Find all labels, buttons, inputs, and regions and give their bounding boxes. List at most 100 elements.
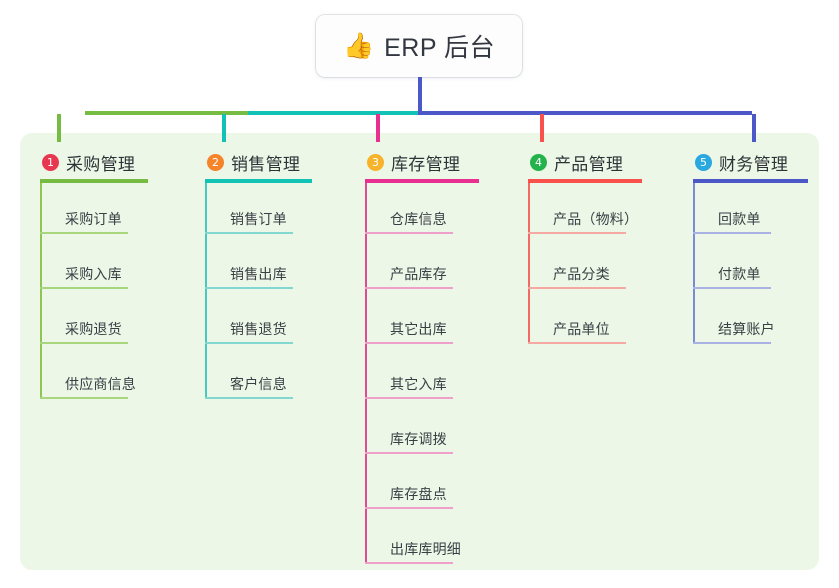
branch-trunk-4 [528,183,530,344]
menu-item-label: 产品（物料） [553,211,639,227]
menu-item[interactable]: 销售出库 [205,238,312,293]
branch-underline-2 [205,179,312,183]
menu-item-label: 采购入库 [65,266,122,282]
menu-item[interactable]: 产品库存 [365,238,479,293]
branch-trunk-1 [40,183,42,399]
menu-item-underline [40,287,128,289]
root-vertical-stem [418,77,422,111]
menu-item-label: 结算账户 [718,321,775,337]
menu-item-underline [40,397,128,399]
branch-column-1: 1 采购管理采购订单采购入库采购退货供应商信息 [40,148,148,403]
menu-item-underline [205,342,293,344]
menu-item[interactable]: 其它入库 [365,348,479,403]
menu-item-label: 供应商信息 [65,376,136,392]
branch-items-3: 仓库信息产品库存其它出库其它入库库存调拨库存盘点出库库明细 [365,183,479,568]
branch-header-3[interactable]: 3 库存管理 [365,148,479,176]
menu-item[interactable]: 库存盘点 [365,458,479,513]
menu-item-label: 销售退货 [230,321,287,337]
menu-item-underline [365,397,453,399]
menu-item[interactable]: 销售订单 [205,183,312,238]
menu-item-underline [365,232,453,234]
menu-item-label: 销售出库 [230,266,287,282]
branch-items-1: 采购订单采购入库采购退货供应商信息 [40,183,148,403]
branch-underline-5 [693,179,808,183]
branches-panel [20,133,819,570]
branch-trunk-2 [205,183,207,399]
menu-item[interactable]: 产品（物料） [528,183,642,238]
menu-item-label: 出库库明细 [390,541,461,557]
menu-item-label: 销售订单 [230,211,287,227]
menu-item[interactable]: 销售退货 [205,293,312,348]
branch-column-4: 4 产品管理产品（物料） 产品分类产品单位 [528,148,642,348]
branch-underline-1 [40,179,148,183]
menu-item-underline [205,232,293,234]
menu-item-underline [528,287,626,289]
menu-item-underline [693,232,771,234]
menu-item-underline [365,452,453,454]
menu-item-label: 库存调拨 [390,431,447,447]
menu-item-label: 其它入库 [390,376,447,392]
menu-item[interactable]: 其它出库 [365,293,479,348]
branch-title-5: 财务管理 [719,154,789,174]
menu-item-label: 客户信息 [230,376,287,392]
branch-number-badge-2: 2 [207,153,224,171]
menu-item[interactable]: 产品单位 [528,293,642,348]
root-node-content: 👍 ERP 后台 [343,28,495,64]
menu-item[interactable]: 采购入库 [40,238,148,293]
branch-header-2[interactable]: 2 销售管理 [205,148,312,176]
branch-title-2: 销售管理 [231,154,301,174]
menu-item[interactable]: 出库库明细 [365,513,479,568]
menu-item-underline [205,287,293,289]
menu-item[interactable]: 采购订单 [40,183,148,238]
menu-item-label: 库存盘点 [390,486,447,502]
menu-item-underline [528,232,626,234]
menu-item[interactable]: 供应商信息 [40,348,148,403]
drop-col-1 [57,114,61,142]
branch-title-1: 采购管理 [66,154,136,174]
drop-col-2 [222,114,226,142]
branch-number-badge-4: 4 [530,153,547,171]
menu-item-label: 产品库存 [390,266,447,282]
menu-item[interactable]: 付款单 [693,238,808,293]
menu-item[interactable]: 采购退货 [40,293,148,348]
connector-segment-blue [418,111,752,115]
connector-segment-green [85,111,250,115]
root-node-title: ERP 后台 [384,34,496,62]
menu-item[interactable]: 回款单 [693,183,808,238]
branch-items-5: 回款单付款单结算账户 [693,183,808,348]
menu-item-label: 采购退货 [65,321,122,337]
menu-item-label: 付款单 [718,266,761,282]
branch-title-4: 产品管理 [554,154,624,174]
menu-item[interactable]: 结算账户 [693,293,808,348]
menu-item-label: 产品分类 [553,266,610,282]
connector-segment-teal [248,111,420,115]
drop-col-5 [752,114,756,142]
branch-trunk-3 [365,183,367,564]
branch-trunk-5 [693,183,695,344]
menu-item[interactable]: 客户信息 [205,348,312,403]
branch-underline-3 [365,179,479,183]
thumbs-up-icon: 👍 [342,31,375,60]
branch-items-4: 产品（物料） 产品分类产品单位 [528,183,642,348]
menu-item-underline [693,287,771,289]
menu-item-label: 产品单位 [553,321,610,337]
menu-item[interactable]: 产品分类 [528,238,642,293]
menu-item-underline [40,342,128,344]
branch-header-1[interactable]: 1 采购管理 [40,148,148,176]
root-node-card[interactable]: 👍 ERP 后台 [316,15,522,77]
branch-number-badge-1: 1 [42,153,59,171]
menu-item-label: 仓库信息 [390,211,447,227]
branch-number-badge-3: 3 [367,153,384,171]
menu-item-underline [365,287,453,289]
menu-item[interactable]: 库存调拨 [365,403,479,458]
branch-title-3: 库存管理 [391,154,461,174]
menu-item-underline [365,562,453,564]
branch-header-4[interactable]: 4 产品管理 [528,148,642,176]
menu-item-label: 其它出库 [390,321,447,337]
branch-column-3: 3 库存管理仓库信息产品库存其它出库其它入库库存调拨库存盘点出库库明细 [365,148,479,568]
menu-item[interactable]: 仓库信息 [365,183,479,238]
menu-item-underline [40,232,128,234]
